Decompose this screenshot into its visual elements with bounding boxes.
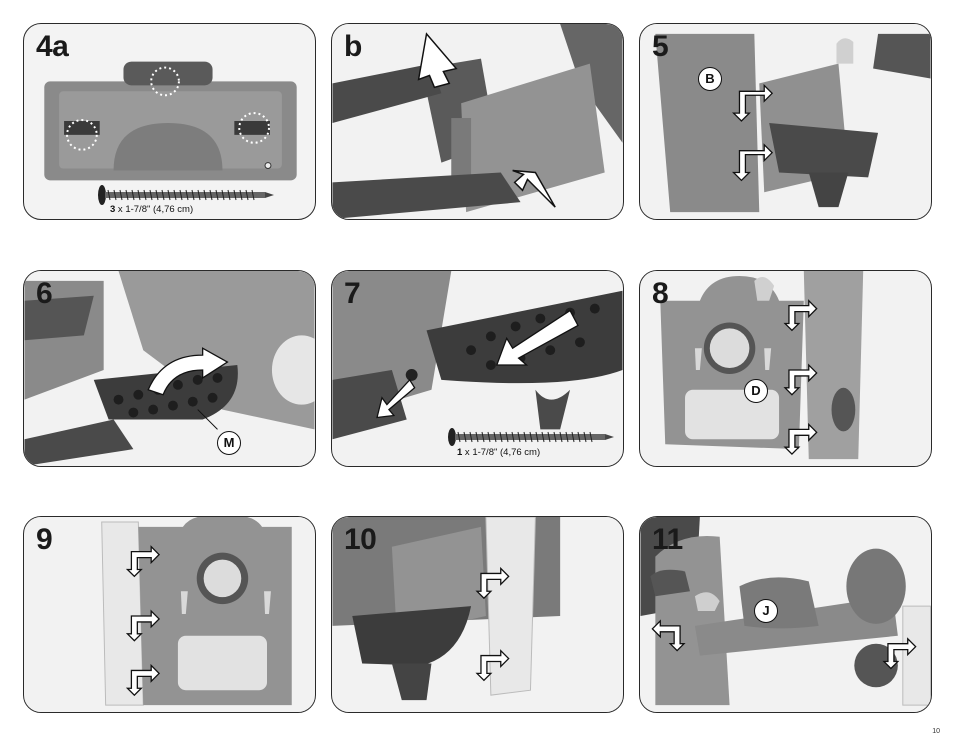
corner-shelf-illustration	[24, 271, 315, 466]
screw-icon	[448, 428, 614, 446]
step-number: b	[344, 30, 362, 63]
step-7-panel: 7 1 x 1-7/8" (4,76 cm)	[331, 270, 624, 467]
step-5-panel: 5 B	[639, 23, 932, 220]
step-8-panel: 8 D	[639, 270, 932, 467]
step-number: 7	[344, 277, 361, 310]
screw-spec: 1 x 1-7/8" (4,76 cm)	[457, 447, 541, 458]
part-callout: M	[217, 431, 241, 455]
porthole-wall-illustration	[640, 271, 931, 466]
step-6-panel: 6 M	[23, 270, 316, 467]
screw-spec: 3 x 1-7/8" (4,76 cm)	[110, 204, 194, 215]
step-9-panel: 9	[23, 516, 316, 713]
step-number: 4a	[36, 30, 69, 63]
shelf-screw-illustration	[332, 271, 623, 466]
screw-icon	[98, 185, 274, 205]
part-callout: D	[744, 379, 768, 403]
part-callout: B	[698, 67, 722, 91]
step-11-panel: 11 J	[639, 516, 932, 713]
part-callout: J	[754, 599, 778, 623]
step-number: 11	[652, 523, 683, 556]
wall-panel-illustration	[44, 61, 297, 181]
step-number: 9	[36, 523, 53, 556]
porthole-wall-attach-illustration	[24, 517, 315, 712]
step-number: 5	[652, 30, 669, 63]
seat-attach-illustration	[332, 24, 623, 219]
step-number: 8	[652, 277, 669, 310]
seat-wall-illustration	[640, 24, 931, 219]
step-number: 10	[344, 523, 377, 556]
step-10-panel: 10	[331, 516, 624, 713]
step-number: 6	[36, 277, 53, 310]
step-b-panel: b	[331, 23, 624, 220]
page-number: 10	[932, 728, 940, 735]
step-4a-panel: 4a 3 x 1-7/8" (4,76 cm)	[23, 23, 316, 220]
steering-beam-illustration	[640, 517, 931, 712]
seat-side-illustration	[332, 517, 623, 712]
